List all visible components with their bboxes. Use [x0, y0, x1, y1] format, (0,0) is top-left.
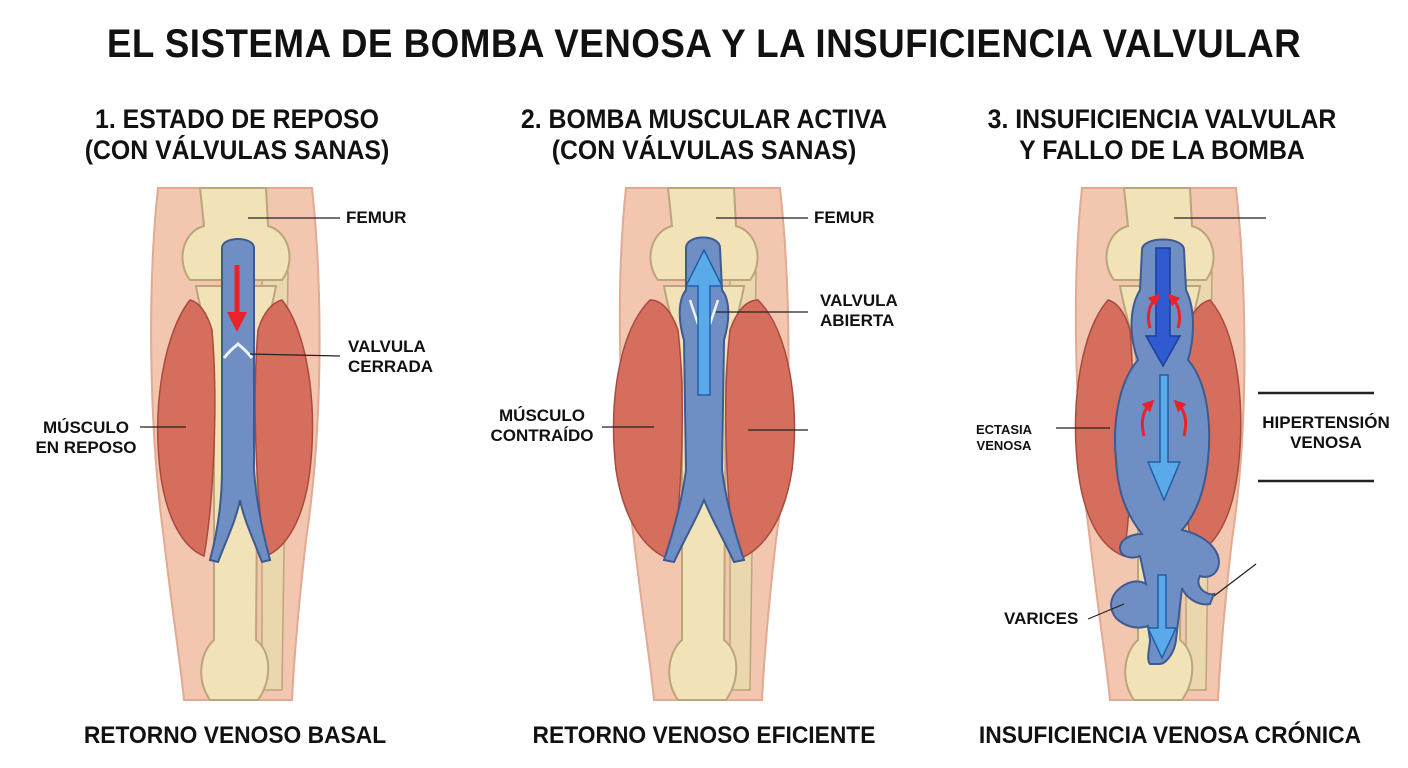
femur-bone [1105, 187, 1215, 281]
diagram-title: EL SISTEMA DE BOMBA VENOSA Y LA INSUFICI… [106, 22, 1302, 66]
label-femur-2: FEMUR [814, 208, 875, 227]
vein [208, 238, 272, 564]
reflux-arrow-red [1167, 293, 1182, 329]
panel-2-title: 2. BOMBA MUSCULAR ACTIVA (CON VÁLVULAS S… [502, 104, 907, 166]
label-valve-open: VALVULA ABIERTA [820, 291, 898, 331]
muscle-left [157, 299, 216, 558]
vein [662, 236, 746, 564]
arrow-blue-light-down-2 [1146, 574, 1178, 660]
label-muscle-contracted: MÚSCULO CONTRAÍDO [486, 406, 598, 446]
label-hypertension: HIPERTENSIÓN VENOSA [1256, 413, 1396, 453]
reflux-arrow-red [1140, 399, 1155, 437]
panel-1-title-line1: 1. ESTADO DE REPOSO [95, 104, 379, 134]
arrow-blue-up [684, 248, 724, 396]
reflux-arrow-red [1146, 293, 1161, 329]
panel-3-title-line1: 3. INSUFICIENCIA VALVULAR [987, 104, 1337, 134]
panel-3-title: 3. INSUFICIENCIA VALVULAR Y FALLO DE LA … [960, 104, 1365, 166]
label-muscle-contracted-line1: MÚSCULO [499, 406, 585, 425]
panel-1-illustration [140, 187, 341, 701]
arrow-blue-light-down [1146, 374, 1182, 502]
label-ectasia-line1: ECTASIA [975, 422, 1033, 437]
panel-3-title-line2: Y FALLO DE LA BOMBA [1019, 135, 1305, 165]
label-ectasia: ECTASIA VENOSA [966, 422, 1042, 454]
label-femur-1: FEMUR [346, 208, 407, 227]
label-hypertension-line1: HIPERTENSIÓN [1262, 413, 1390, 432]
label-valve-open-line2: ABIERTA [820, 311, 895, 330]
label-hypertension-line2: VENOSA [1290, 433, 1362, 452]
panel-3-illustration [1056, 187, 1374, 701]
femur-bone [181, 187, 291, 281]
panel-1-title-line2: (CON VÁLVULAS SANAS) [84, 135, 390, 165]
panel-2-title-line1: 2. BOMBA MUSCULAR ACTIVA [520, 104, 888, 134]
panel-2-illustration [602, 187, 808, 701]
label-valve-closed-line2: CERRADA [348, 357, 433, 376]
arrow-blue-dark-down [1144, 247, 1182, 368]
leader-valve-1 [249, 353, 341, 357]
leader-varices-2 [1213, 563, 1257, 597]
label-ectasia-line2: VENOSA [976, 438, 1032, 453]
label-muscle-rest-line2: EN REPOSO [35, 438, 137, 457]
panel-2-footer: RETORNO VENOSO EFICIENTE [532, 722, 876, 749]
label-muscle-rest: MÚSCULO EN REPOSO [34, 418, 138, 458]
femur-bone [649, 187, 759, 281]
label-valve-closed: VALVULA CERRADA [348, 337, 433, 377]
label-muscle-rest-line1: MÚSCULO [43, 418, 129, 437]
panel-1-title: 1. ESTADO DE REPOSO (CON VÁLVULAS SANAS) [35, 104, 440, 166]
panel-2-title-line2: (CON VÁLVULAS SANAS) [551, 135, 857, 165]
reflux-arrow-red [1173, 399, 1188, 437]
leader-varices [1087, 603, 1125, 620]
panel-1-footer: RETORNO VENOSO BASAL [83, 722, 387, 749]
label-valve-closed-line1: VALVULA [348, 337, 426, 356]
label-valve-open-line1: VALVULA [820, 291, 898, 310]
label-muscle-contracted-line2: CONTRAÍDO [490, 426, 594, 445]
valve-closed-cusps [222, 341, 254, 359]
label-varices: VARICES [1004, 609, 1079, 628]
panel-3-footer: INSUFICIENCIA VENOSA CRÓNICA [978, 722, 1362, 749]
